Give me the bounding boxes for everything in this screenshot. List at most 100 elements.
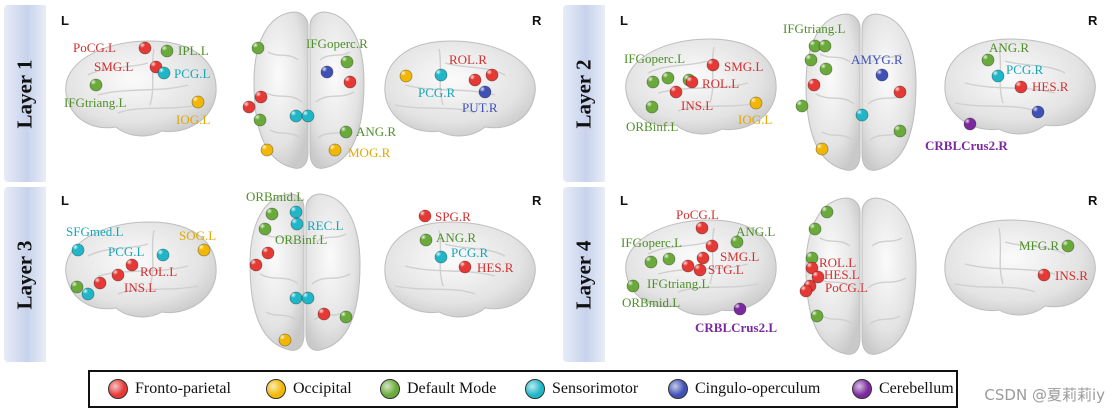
node-highlight <box>340 311 349 320</box>
node-highlight <box>329 144 338 153</box>
label-l1-put: PUT.R <box>462 100 498 115</box>
legend-label-sensorimotor: Sensorimotor <box>552 380 639 397</box>
label-l2-ifgtriang: IFGtriang.L <box>783 21 846 36</box>
node-highlight <box>157 249 166 258</box>
label-l1-smg: SMG.L <box>94 59 133 74</box>
layer1-labels: PoCG.L IPL.L SMG.L PCG.L IFGtriang.L IOG… <box>64 36 498 160</box>
node-highlight <box>459 261 468 270</box>
label-l2-orbinf: ORBinf.L <box>626 119 678 134</box>
node-highlight <box>1062 240 1071 249</box>
node-highlight <box>706 240 715 249</box>
legend-item-fronto-parietal: Fronto-parietal <box>108 379 231 399</box>
label-l4-crbl: CRBLCrus2.L <box>695 320 777 335</box>
node-highlight <box>670 86 679 95</box>
node-highlight <box>479 86 488 95</box>
layer3-labels: SFGmed.L PCG.L SOG.L ROL.L INS.L ORBmid.… <box>66 189 514 295</box>
node-highlight <box>686 76 695 85</box>
node-highlight <box>647 76 656 85</box>
node-highlight <box>894 86 903 95</box>
label-l4-rol: ROL.L <box>819 255 856 270</box>
node-highlight <box>469 74 478 83</box>
legend-item-sensorimotor: Sensorimotor <box>525 379 638 399</box>
node-highlight <box>290 206 299 215</box>
node-highlight <box>192 96 201 105</box>
legend-item-occipital: Occipital <box>266 379 352 399</box>
label-l1-rol: ROL.R <box>449 52 487 67</box>
label-l3-hes: HES.R <box>477 260 514 275</box>
label-l4-stg: STG.L <box>708 262 744 277</box>
node-highlight <box>243 101 252 110</box>
legend-swatch-cerebellum <box>852 379 872 399</box>
label-l3-pcgr: PCG.R <box>451 245 489 260</box>
node-highlight <box>302 110 311 119</box>
node-highlight <box>290 292 299 301</box>
layer1-tab: Layer 1 <box>4 5 46 182</box>
legend-swatch-sensorimotor <box>525 379 545 399</box>
node-highlight <box>250 259 259 268</box>
legend-swatch-cingulo-operculum <box>668 379 688 399</box>
legend-item-cingulo-operculum: Cingulo-operculum <box>668 379 820 399</box>
node-highlight <box>261 144 270 153</box>
node-highlight <box>697 252 706 261</box>
label-l4-mfg: MFG.R <box>1019 238 1059 253</box>
label-l2-pcg: PCG.R <box>1006 62 1044 77</box>
node-highlight <box>259 223 268 232</box>
node-highlight <box>90 79 99 88</box>
label-l2-amyg: AMYG.R <box>851 52 903 67</box>
label-l3-orbmid: ORBmid.L <box>246 189 304 204</box>
node-highlight <box>158 67 167 76</box>
node-highlight <box>340 126 349 135</box>
node-highlight <box>992 70 1001 79</box>
label-l1-ifgoperc: IFGoperc.R <box>306 36 368 51</box>
node-highlight <box>435 69 444 78</box>
label-l3-spg: SPG.R <box>435 209 471 224</box>
label-l4-smg: SMG.L <box>720 249 759 264</box>
legend: Fronto-parietal Occipital Default Mode S… <box>88 370 958 408</box>
layer2-tab: Layer 2 <box>563 5 605 182</box>
legend-swatch-occipital <box>266 379 286 399</box>
node-highlight <box>809 40 818 49</box>
node-highlight <box>734 303 743 312</box>
layer3-right-label: R <box>532 193 542 208</box>
label-l1-ipl: IPL.L <box>178 43 209 58</box>
node-highlight <box>321 66 330 75</box>
node-highlight <box>302 292 311 301</box>
node-highlight <box>344 76 353 85</box>
node-highlight <box>82 288 91 297</box>
label-l4-ifgoperc: IFGoperc.L <box>621 235 682 250</box>
label-l3-ins: INS.L <box>124 280 156 295</box>
node-highlight <box>279 334 288 343</box>
layer4-labels: PoCG.L ANG.L IFGoperc.L SMG.L STG.L IFGt… <box>621 207 1088 335</box>
label-l2-hes: HES.R <box>1032 79 1069 94</box>
node-highlight <box>318 308 327 317</box>
node-highlight <box>266 208 275 217</box>
node-highlight <box>663 253 672 262</box>
node-highlight <box>341 56 350 65</box>
layer2-right-label: R <box>1088 13 1098 28</box>
node-highlight <box>627 280 636 289</box>
node-highlight <box>820 63 829 72</box>
node-highlight <box>419 210 428 219</box>
layer2-left-label: L <box>620 13 628 28</box>
node-highlight <box>707 59 716 68</box>
label-l4-ang: ANG.L <box>736 224 775 239</box>
label-l4-pocgc: PoCG.L <box>825 280 868 295</box>
node-highlight <box>811 310 820 319</box>
label-l1-pocg: PoCG.L <box>73 40 116 55</box>
node-highlight <box>894 125 903 134</box>
node-highlight <box>806 262 815 271</box>
node-highlight <box>1038 269 1047 278</box>
node-highlight <box>750 97 759 106</box>
node-highlight <box>291 218 300 227</box>
node-highlight <box>198 244 207 253</box>
layer4-left-label: L <box>620 193 628 208</box>
label-l3-rec: REC.L <box>307 218 344 233</box>
node-highlight <box>696 222 705 231</box>
node-highlight <box>982 54 991 63</box>
node-highlight <box>682 260 691 269</box>
node-highlight <box>694 264 703 273</box>
node-highlight <box>816 143 825 152</box>
node-highlight <box>262 247 271 256</box>
node-highlight <box>420 234 429 243</box>
